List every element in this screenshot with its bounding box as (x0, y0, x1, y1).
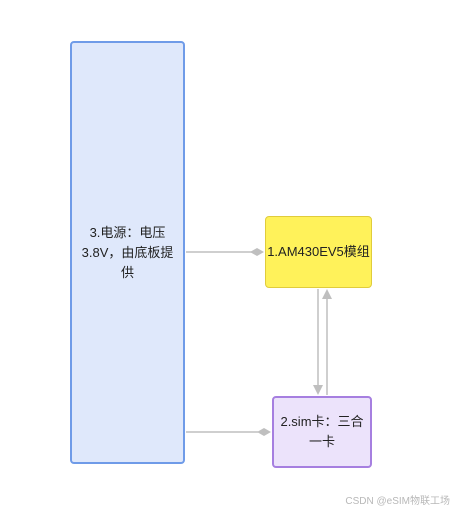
node-power-supply: 3.电源：电压 3.8V，由底板提供 (70, 41, 185, 464)
node-module-label: 1.AM430EV5模组 (267, 244, 370, 259)
arrowhead-down-icon (313, 385, 323, 395)
node-sim-label: 2.sim卡：三合 一卡 (280, 414, 364, 449)
node-power-label: 3.电源：电压 3.8V，由底板提供 (81, 224, 174, 280)
diamond-arrow-icon (257, 428, 271, 436)
watermark: CSDN @eSIM物联工场 (345, 496, 450, 507)
node-am430ev5-module: 1.AM430EV5模组 (265, 216, 372, 288)
diamond-arrow-icon (250, 248, 264, 256)
node-sim-card: 2.sim卡：三合 一卡 (272, 396, 372, 468)
arrowhead-up-icon (322, 289, 332, 299)
